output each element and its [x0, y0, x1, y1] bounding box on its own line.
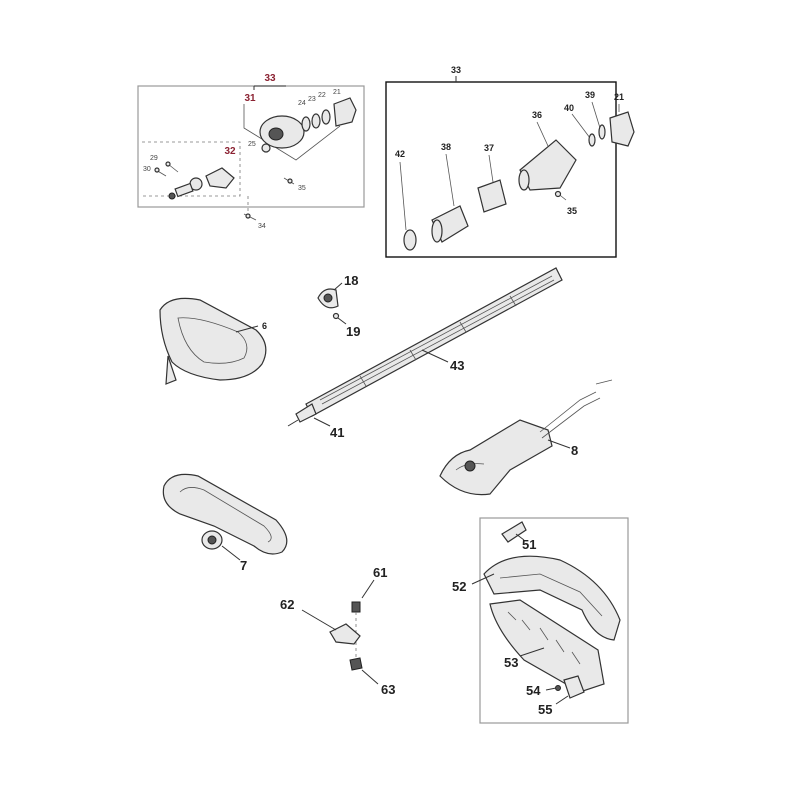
shaft-clamp: 18 19: [317, 273, 360, 339]
bushing-37: [477, 179, 507, 213]
label-30: 30: [143, 166, 151, 173]
label-37: 37: [484, 143, 494, 153]
bracket-62: [329, 623, 361, 645]
screw-54: [555, 685, 561, 691]
label-33-left: 33: [264, 73, 276, 84]
label-29: 29: [150, 155, 158, 162]
bolt-61: [351, 601, 361, 613]
label-25: 25: [248, 141, 256, 148]
label-39: 39: [585, 90, 595, 100]
blade-55: [563, 675, 585, 699]
washer-22: [321, 109, 331, 125]
label-24: 24: [298, 100, 306, 107]
label-43: 43: [450, 358, 464, 373]
left-top-frame: [137, 85, 365, 208]
label-53: 53: [504, 655, 518, 670]
nut-63: [349, 657, 363, 671]
washer-40: [588, 133, 596, 147]
label-62: 62: [280, 597, 294, 612]
label-52: 52: [452, 579, 466, 594]
label-32: 32: [224, 146, 236, 157]
coupling: [205, 167, 235, 189]
label-6: 6: [262, 321, 267, 331]
label-61: 61: [373, 565, 387, 580]
label-19: 19: [346, 324, 360, 339]
nut-21-left: [333, 97, 357, 127]
washer-24: [301, 116, 311, 132]
left-top-assembly: 33 31 32 24 23 22 21 25 29 30: [137, 73, 365, 230]
harness-strap: 6: [159, 297, 267, 385]
label-38: 38: [441, 142, 451, 152]
washer-23: [311, 113, 321, 129]
mounting-bracket: 61 62 63: [280, 565, 395, 697]
label-54: 54: [526, 683, 541, 698]
label-23: 23: [308, 96, 316, 103]
label-41: 41: [330, 425, 344, 440]
washer-39: [598, 124, 606, 140]
rear-handle: 8: [439, 379, 613, 496]
label-63: 63: [381, 682, 395, 697]
label-22: 22: [318, 92, 326, 99]
label-34: 34: [258, 223, 266, 230]
ring-42: [403, 229, 417, 251]
guard-top-52: [483, 555, 621, 641]
label-8: 8: [571, 443, 578, 458]
guard-bottom-53: [489, 599, 605, 693]
drive-shaft: 43 41: [287, 267, 563, 440]
label-21-right: 21: [614, 92, 624, 102]
label-36: 36: [532, 110, 542, 120]
label-33-right: 33: [451, 65, 461, 75]
right-top-assembly: 33 42 38 37 36 40 39 21 3: [385, 65, 635, 258]
label-7: 7: [240, 558, 247, 573]
right-top-frame: [385, 81, 617, 258]
label-42: 42: [395, 149, 405, 159]
label-18: 18: [344, 273, 358, 288]
label-35-left: 35: [298, 185, 306, 192]
guard-assembly: 51 52 53 54 55: [452, 517, 629, 724]
label-35-right: 35: [567, 206, 577, 216]
label-51: 51: [522, 537, 536, 552]
nut-21-right: [609, 111, 635, 147]
guard-frame: [479, 517, 629, 724]
loop-handle: 7: [162, 473, 288, 573]
clip-51: [501, 521, 527, 543]
label-55: 55: [538, 702, 552, 717]
label-21-left: 21: [333, 89, 341, 96]
label-40: 40: [564, 103, 574, 113]
label-31: 31: [244, 93, 256, 104]
